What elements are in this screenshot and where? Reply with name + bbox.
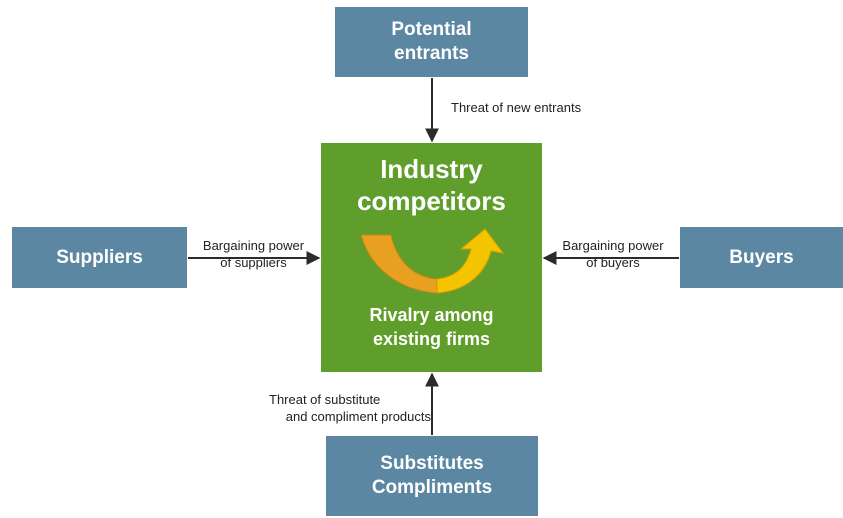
potential-entrants-line2: entrants bbox=[394, 43, 469, 64]
buyers-box: Buyers bbox=[680, 227, 843, 288]
center-subtitle: Rivalry among existing firms bbox=[321, 303, 542, 351]
industry-competitors-box: Industry competitors Rivalry among exist… bbox=[321, 143, 542, 372]
edge-label-bottom: Threat of substitute and compliment prod… bbox=[235, 391, 431, 425]
edge-label-left-line2: of suppliers bbox=[220, 255, 287, 270]
edge-label-left-line1: Bargaining power bbox=[202, 238, 305, 253]
curved-arrow-icon bbox=[360, 228, 505, 294]
substitutes-line1: Substitutes bbox=[380, 453, 484, 474]
edge-label-left: Bargaining power of suppliers bbox=[190, 237, 317, 271]
potential-entrants-line1: Potential bbox=[391, 19, 472, 40]
edge-label-right-line2: of buyers bbox=[586, 255, 640, 270]
suppliers-box: Suppliers bbox=[12, 227, 187, 288]
potential-entrants-box: Potential entrants bbox=[335, 7, 528, 77]
center-title-line1: Industry bbox=[380, 154, 483, 184]
suppliers-label: Suppliers bbox=[56, 246, 143, 268]
edge-label-bottom-line1: Threat of substitute bbox=[269, 392, 381, 407]
substitutes-line2: Compliments bbox=[371, 477, 493, 498]
edge-label-right: Bargaining power of buyers bbox=[549, 237, 677, 271]
center-sub-line1: Rivalry among bbox=[369, 305, 494, 325]
edge-label-top: Threat of new entrants bbox=[451, 99, 581, 116]
center-title: Industry competitors bbox=[321, 153, 542, 217]
center-sub-line2: existing firms bbox=[372, 329, 491, 349]
edge-label-bottom-line2: and compliment products bbox=[285, 409, 431, 424]
buyers-label: Buyers bbox=[729, 246, 794, 268]
edge-label-top-line1: Threat of new entrants bbox=[451, 100, 582, 115]
center-title-line2: competitors bbox=[357, 186, 506, 216]
substitutes-compliments-box: Substitutes Compliments bbox=[326, 436, 538, 516]
edge-label-right-line1: Bargaining power bbox=[562, 238, 664, 253]
